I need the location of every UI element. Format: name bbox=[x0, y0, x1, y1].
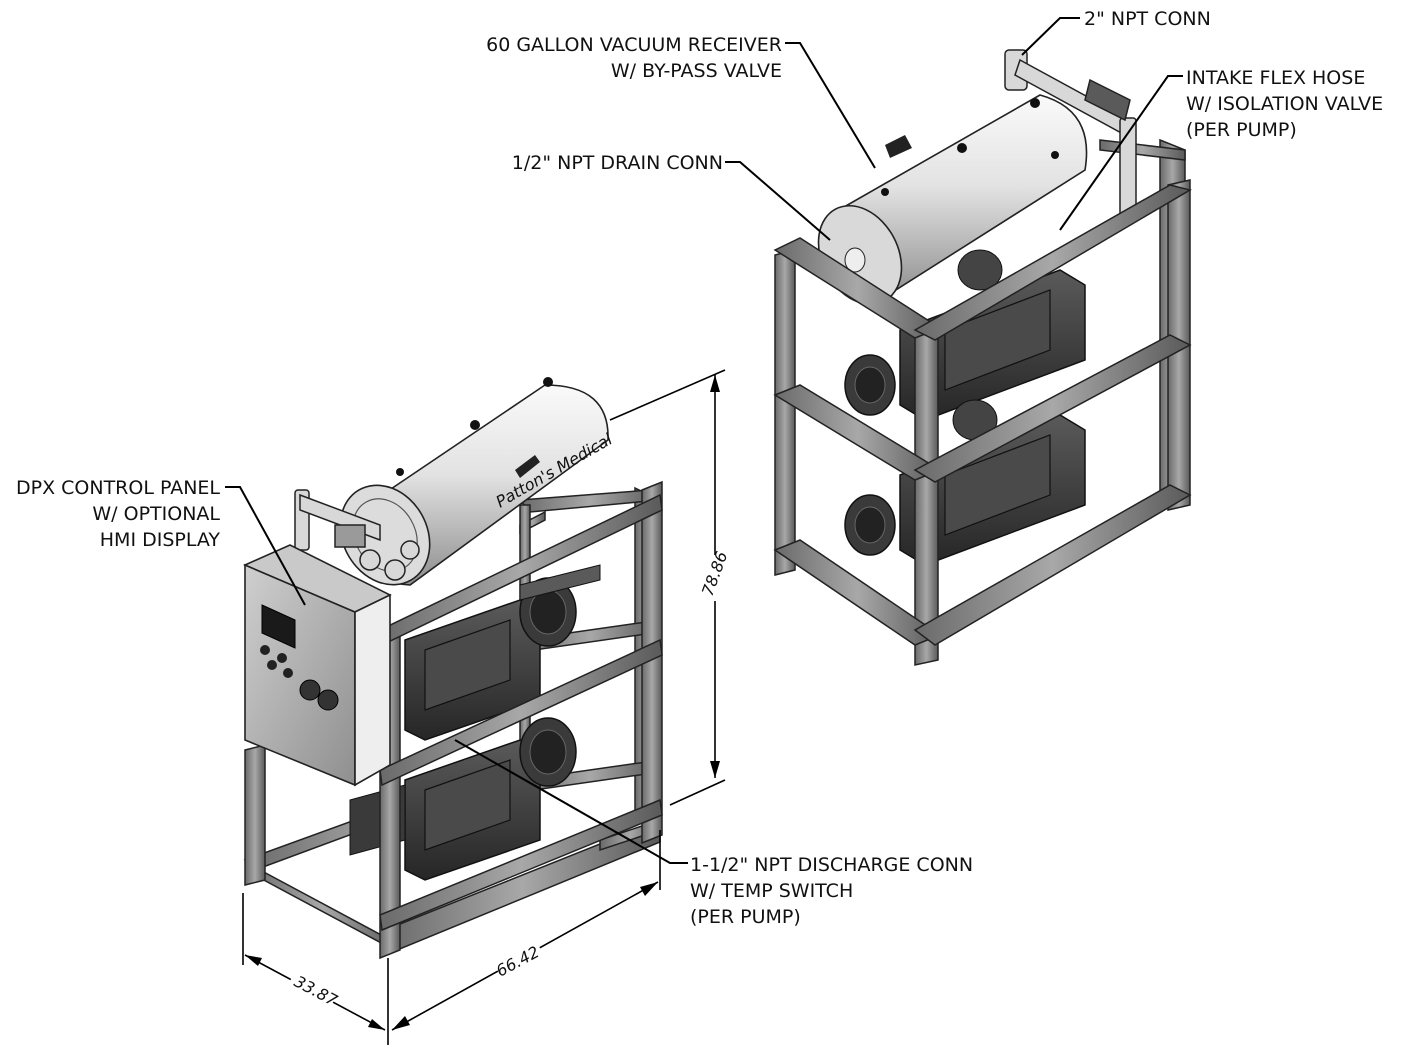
leader-drain bbox=[725, 161, 831, 241]
dpx-control-panel bbox=[242, 544, 392, 787]
callout-intake-line3: (PER PUMP) bbox=[1186, 119, 1297, 141]
front-assembly-front-frame bbox=[244, 480, 663, 960]
callout-labels: 2" NPT CONN 60 GALLON VACUUM RECEIVER W/… bbox=[16, 8, 1383, 928]
front-assembly: Patton's Medical bbox=[242, 377, 663, 960]
callout-receiver-line2: W/ BY-PASS VALVE bbox=[611, 60, 782, 82]
callout-intake-line1: INTAKE FLEX HOSE bbox=[1186, 67, 1365, 89]
hmi-display bbox=[261, 604, 296, 649]
rear-assembly-pump-lower bbox=[844, 399, 1086, 566]
leader-receiver bbox=[785, 42, 876, 169]
rear-assembly-pump-upper bbox=[844, 249, 1086, 421]
leader-panel bbox=[225, 486, 306, 606]
callout-npt-conn-2: 2" NPT CONN bbox=[1084, 8, 1211, 30]
callout-panel-line3: HMI DISPLAY bbox=[100, 529, 221, 551]
callout-receiver-line1: 60 GALLON VACUUM RECEIVER bbox=[486, 34, 782, 56]
callout-panel-line1: DPX CONTROL PANEL bbox=[16, 477, 220, 499]
callout-discharge-line2: W/ TEMP SWITCH bbox=[690, 880, 853, 902]
leader-npt-conn-2 bbox=[1021, 17, 1080, 56]
callout-discharge-line3: (PER PUMP) bbox=[690, 906, 801, 928]
rear-assembly bbox=[773, 49, 1192, 666]
callout-drain: 1/2" NPT DRAIN CONN bbox=[512, 152, 723, 174]
leader-discharge bbox=[454, 739, 688, 864]
front-assembly-piping bbox=[294, 489, 420, 581]
callout-discharge-line1: 1-1/2" NPT DISCHARGE CONN bbox=[690, 854, 973, 876]
callout-leaders bbox=[225, 17, 1183, 864]
front-assembly-pump-upper bbox=[404, 564, 601, 741]
leader-intake bbox=[1059, 75, 1183, 231]
callout-intake-line2: W/ ISOLATION VALVE bbox=[1186, 93, 1383, 115]
rear-assembly-front-frame bbox=[773, 179, 1192, 666]
callout-panel-line2: W/ OPTIONAL bbox=[92, 503, 220, 525]
